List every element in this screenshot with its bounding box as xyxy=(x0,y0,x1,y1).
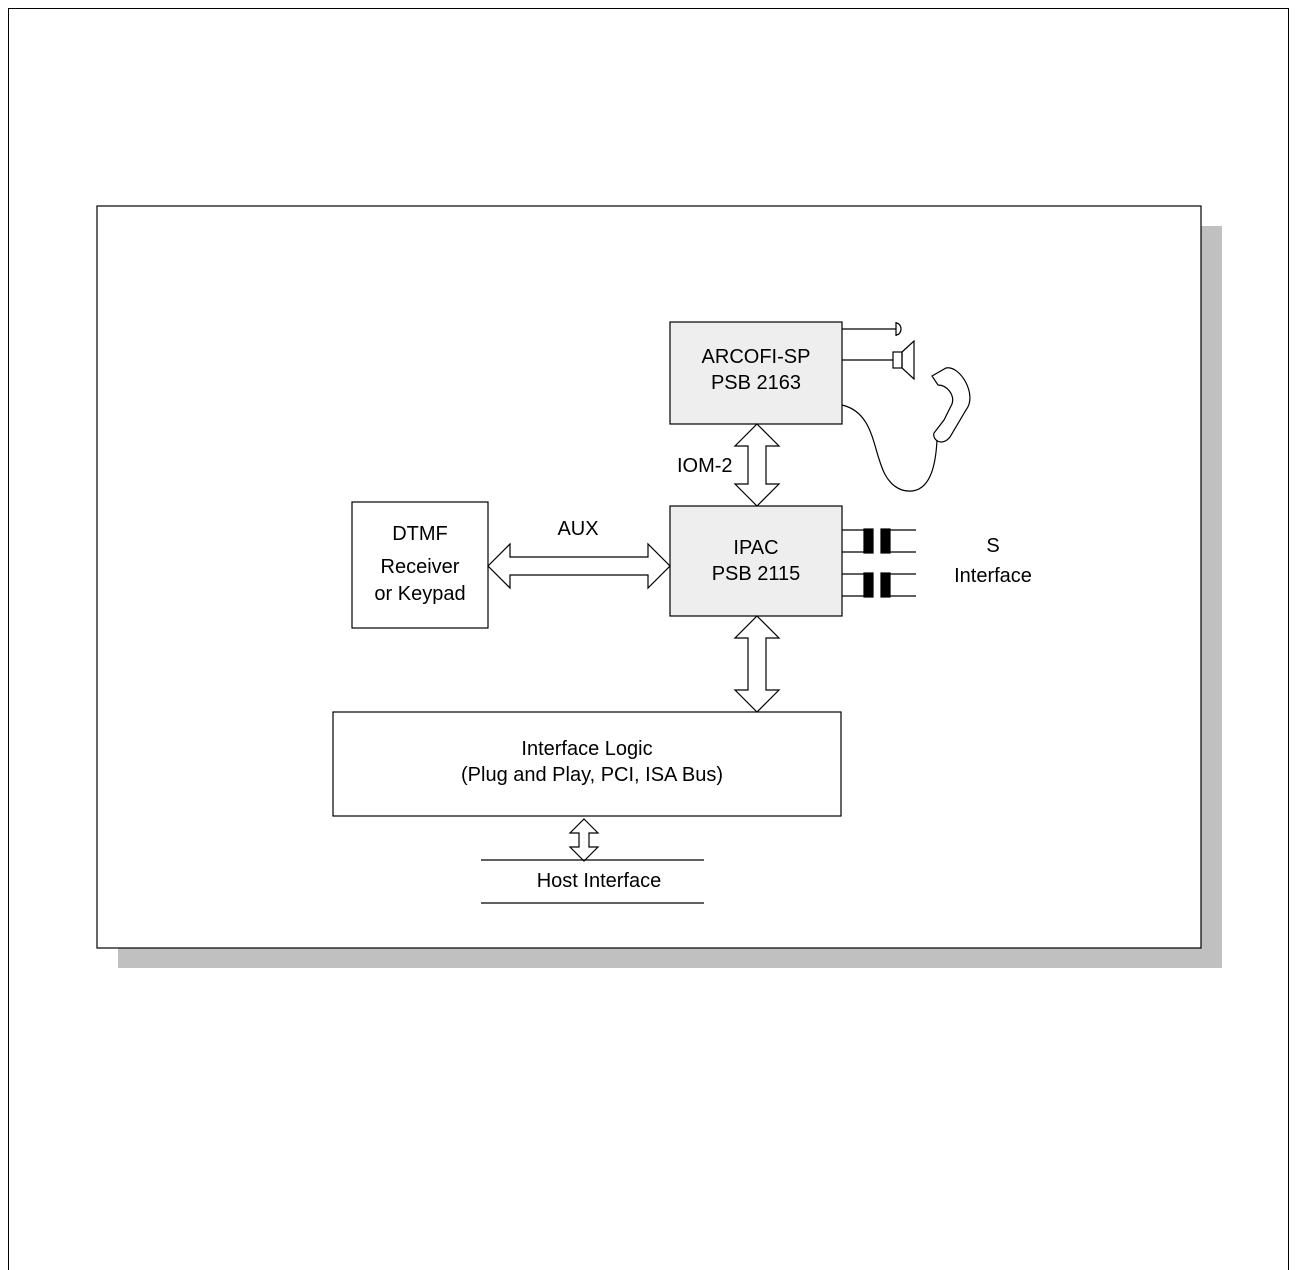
host-interface-label: Host Interface xyxy=(537,870,662,892)
speaker-icon xyxy=(842,339,915,381)
interface-logic-block: Interface Logic (Plug and Play, PCI, ISA… xyxy=(332,711,842,817)
interface-logic-title: Interface Logic xyxy=(521,738,652,760)
dtmf-block: DTMF Receiver or Keypad xyxy=(351,501,489,629)
interface-logic-subtitle: (Plug and Play, PCI, ISA Bus) xyxy=(461,764,723,786)
transformer-icon xyxy=(842,528,916,598)
arcofi-part-number: PSB 2163 xyxy=(711,372,801,394)
arcofi-name: ARCOFI-SP xyxy=(702,346,811,368)
ipac-part-number: PSB 2115 xyxy=(712,563,801,585)
host-bus-arrow xyxy=(568,818,600,862)
microphone-icon xyxy=(842,322,902,336)
transformer-upper xyxy=(842,528,916,554)
dtmf-name: DTMF xyxy=(392,523,448,545)
s-interface-label-2: Interface xyxy=(954,565,1032,587)
arcofi-block: ARCOFI-SP PSB 2163 xyxy=(669,321,843,425)
iom-label: IOM-2 xyxy=(677,455,733,477)
ipac-name: IPAC xyxy=(733,537,778,559)
aux-label: AUX xyxy=(557,518,598,540)
dtmf-line3: or Keypad xyxy=(374,583,465,605)
transformer-lower xyxy=(842,572,916,598)
handset-icon xyxy=(841,367,971,492)
s-interface-label-1: S xyxy=(986,535,999,557)
ipac-block: IPAC PSB 2115 xyxy=(669,505,843,617)
dtmf-line2: Receiver xyxy=(381,556,460,578)
page-frame xyxy=(8,8,1289,1270)
aux-bus-arrow xyxy=(487,542,671,590)
